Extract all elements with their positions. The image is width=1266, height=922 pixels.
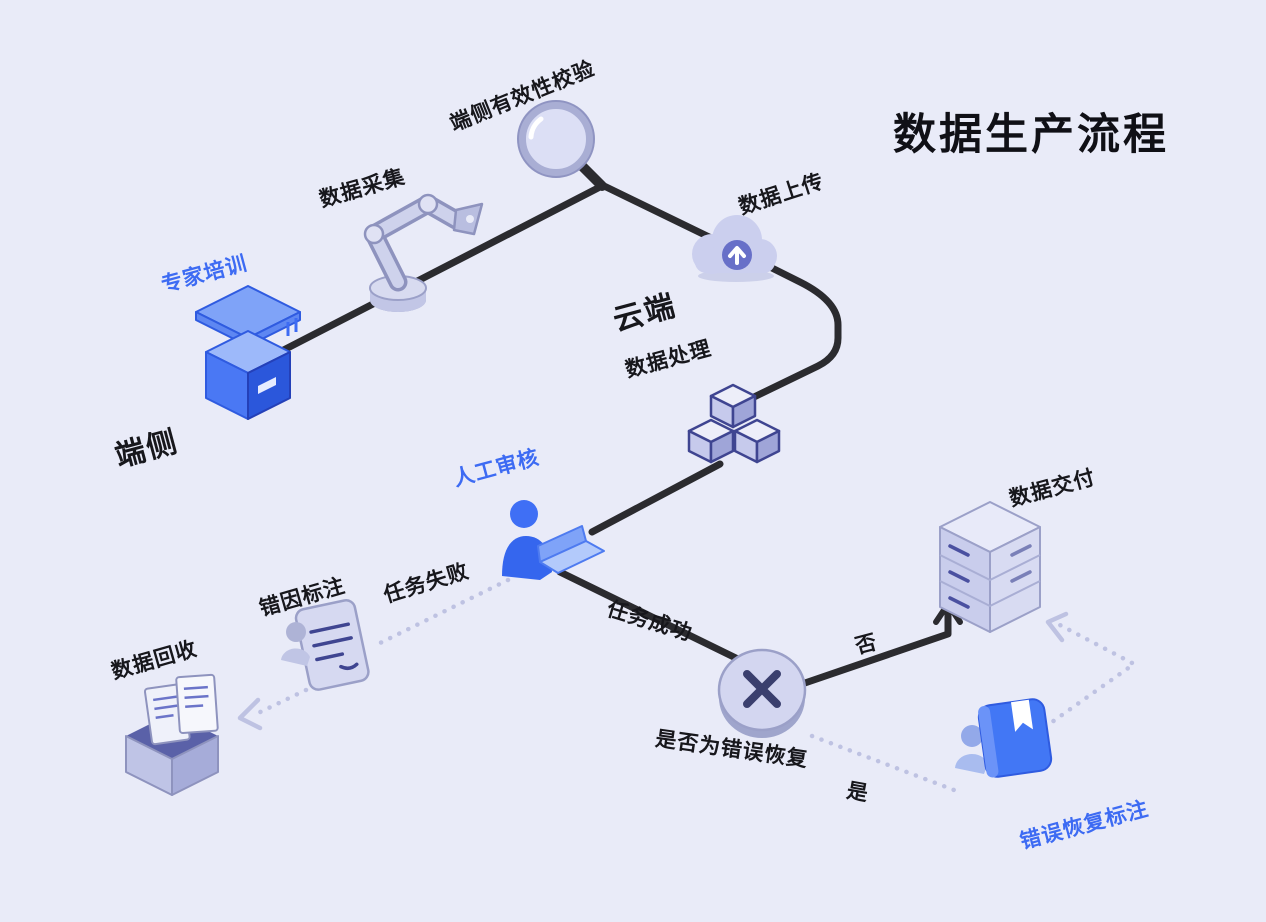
edge-decision-to-recovery [809,733,957,793]
edge-validation-to-processing [596,180,842,402]
expert-podium-icon [195,285,301,420]
diagram-title: 数据生产流程 [893,111,1169,159]
cloud-upload-icon [692,215,777,282]
arrowhead-recovery-feedback [1045,611,1069,643]
edge-decision-to-delivery [798,604,952,688]
magnifier-icon [517,100,607,191]
arrowhead-recycle [237,697,263,731]
edge-processing-to-review [588,460,724,536]
edge-device-to-validation [268,184,602,360]
annotation-card-icon [281,599,370,691]
edge-review-to-decision [556,568,748,666]
decision-x-icon [717,648,807,738]
main-flow-lines [268,180,963,688]
server-icon [939,501,1041,633]
dotted-flow-lines [237,577,1139,793]
edge-errorcause-to-recycle [249,687,309,719]
book-person-icon [955,698,1053,778]
recycle-box-icon [125,673,219,796]
person-laptop-icon [502,500,605,580]
cube-stack-icon [687,383,781,464]
robot-arm-icon [363,193,484,312]
